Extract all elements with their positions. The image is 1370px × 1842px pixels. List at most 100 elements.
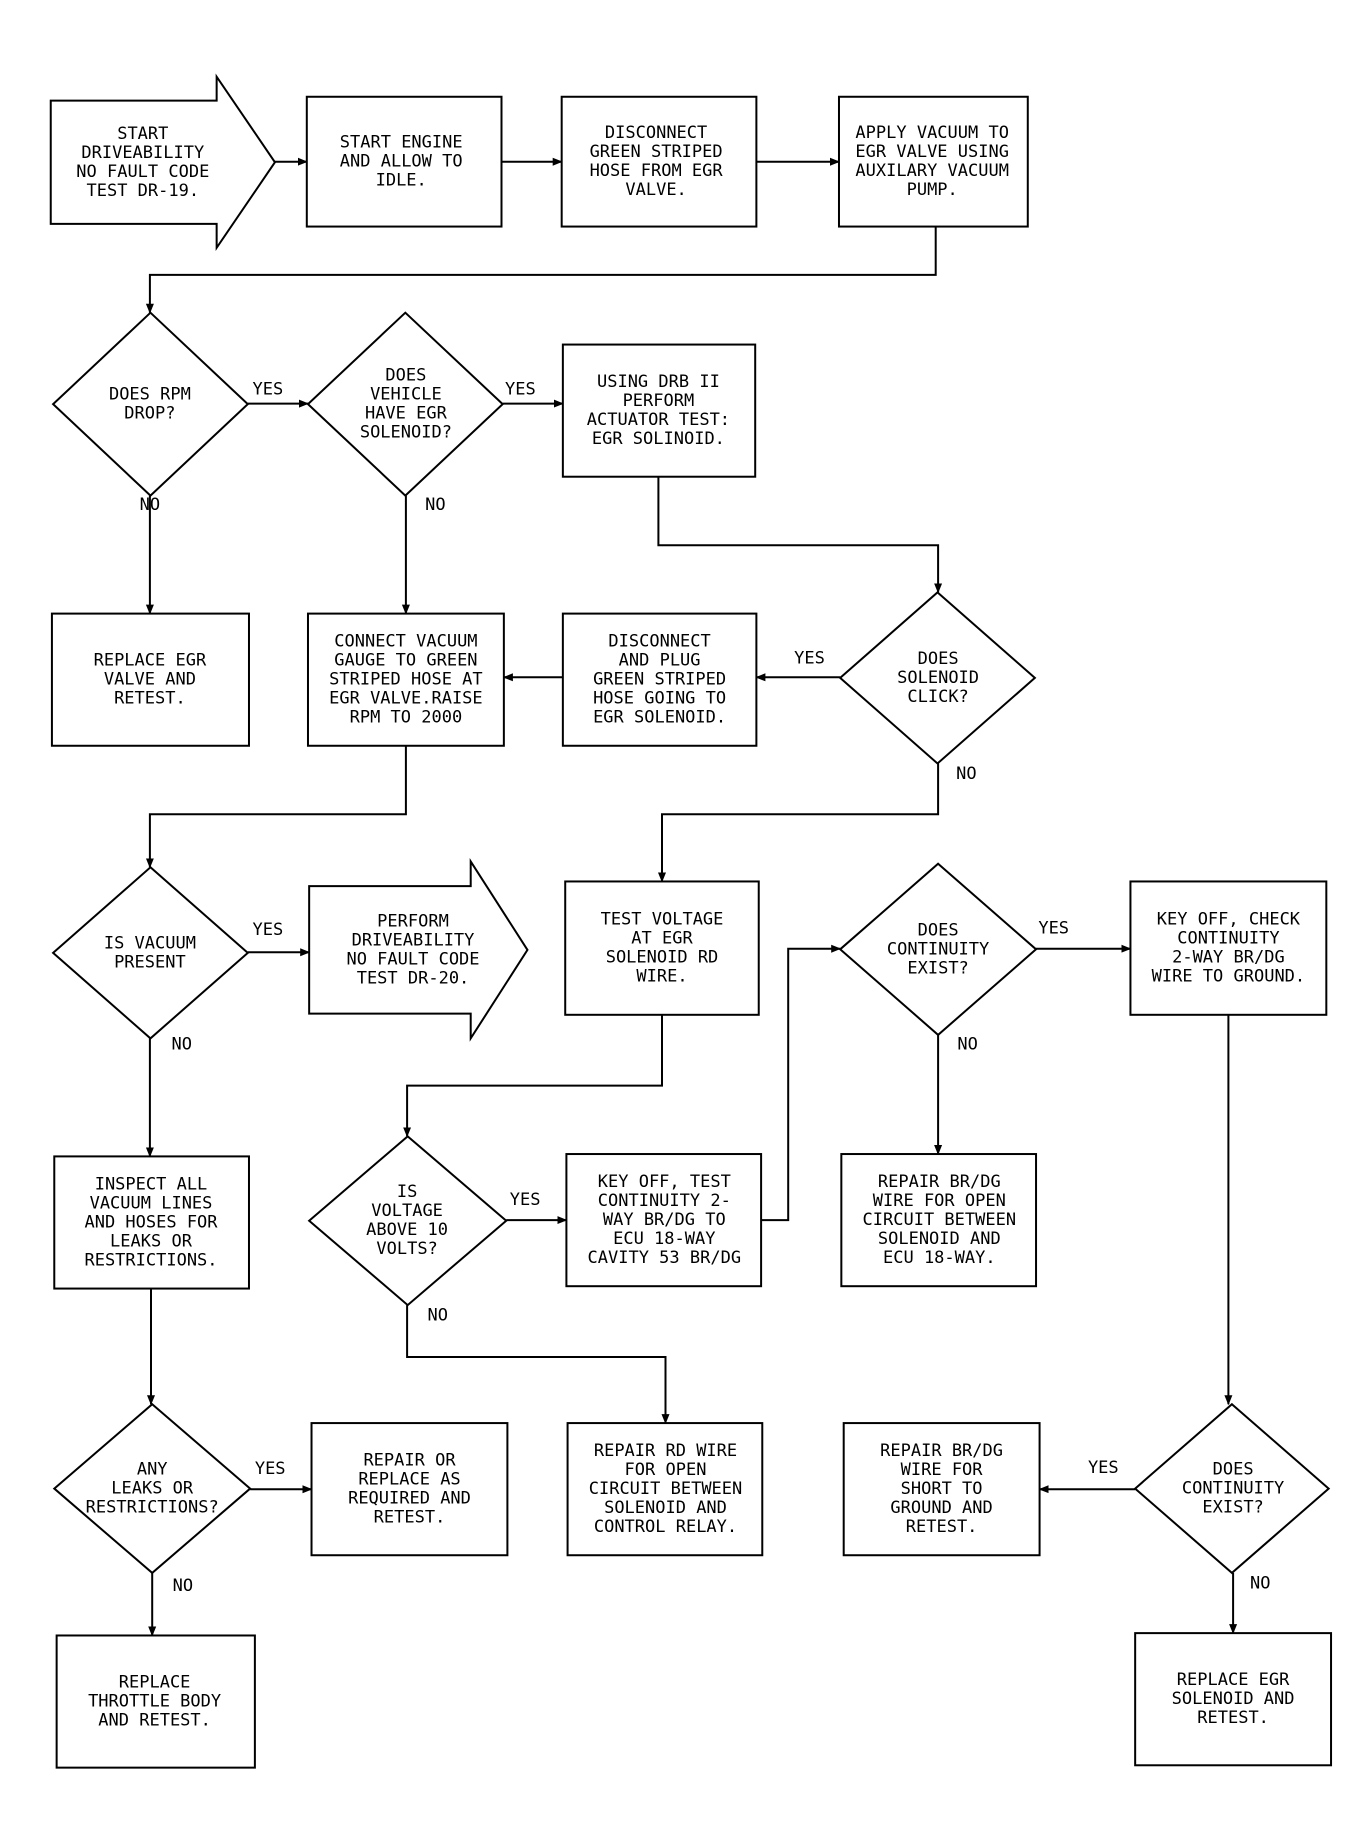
node-text-line: DRIVEABILITY: [81, 143, 204, 163]
connector-arrow: [145, 745, 407, 869]
node-text-line: SHORT TO: [901, 1479, 983, 1499]
node-text-line: EXIST?: [1202, 1498, 1263, 1518]
process-box: [305, 95, 503, 228]
edge-label-no: NO: [956, 764, 976, 784]
node-text-line: HOSE GOING TO: [593, 689, 726, 709]
node-text-line: AND RETEST.: [98, 1711, 211, 1731]
node-text-line: SOLENOID RD: [606, 948, 719, 968]
edge-label-no: NO: [140, 495, 160, 515]
decision-diamond: [52, 1402, 252, 1575]
node-text-line: CONNECT VACUUM: [334, 632, 477, 652]
node-text-line: REPLACE: [119, 1673, 191, 1693]
node-text-line: DOES RPM: [109, 385, 191, 405]
node-text-line: ECU 18-WAY.: [883, 1248, 996, 1268]
process-box: [50, 612, 250, 747]
node-text-line: ANY: [137, 1460, 168, 1480]
process-box: [561, 612, 758, 747]
node-text-line: EGR VALVE USING: [855, 142, 1009, 162]
node-text-line: START ENGINE: [340, 133, 463, 153]
node-text-line: USING DRB II: [597, 372, 720, 392]
node-text-line: LEAKS OR: [111, 1479, 194, 1499]
node-text-line: EGR SOLENOID.: [593, 708, 726, 728]
edge-label-yes: YES: [794, 648, 825, 668]
node-text-line: CONTINUITY: [1182, 1479, 1284, 1499]
node-text-line: RETEST.: [374, 1508, 446, 1528]
node-text-line: IS VACUUM: [104, 933, 196, 953]
node-text-line: TEST DR-19.: [87, 181, 200, 201]
node-text-line: STRIPED HOSE AT: [329, 670, 483, 690]
process-box: [840, 1153, 1038, 1288]
node-text-line: SOLENOID AND: [878, 1229, 1001, 1249]
node-text-line: IDLE.: [376, 171, 427, 191]
node-text-line: HOSE FROM EGR: [590, 161, 724, 181]
node-text-line: RETEST.: [114, 689, 186, 709]
node-text-line: PUMP.: [907, 180, 958, 200]
node-text-line: CAVITY 53 BR/DG: [588, 1248, 742, 1268]
connector-arrow: [657, 476, 943, 594]
node-text-line: REQUIRED AND: [348, 1489, 471, 1509]
node-text-line: VOLTAGE: [371, 1201, 443, 1221]
node-text-line: REPAIR RD WIRE: [594, 1441, 737, 1461]
process-box: [837, 95, 1029, 228]
node-text-line: DOES: [385, 366, 426, 386]
node-text-line: CONTINUITY: [1177, 929, 1279, 949]
node-text-line: RESTRICTIONS?: [86, 1498, 219, 1518]
node-text-line: CONTINUITY 2-: [598, 1191, 731, 1211]
process-box: [53, 1155, 250, 1290]
node-text-line: WIRE.: [636, 967, 687, 987]
node-text-line: NO FAULT CODE: [76, 162, 209, 182]
node-text-line: NO FAULT CODE: [346, 949, 479, 969]
decision-diamond: [306, 311, 505, 497]
edge-label-no: NO: [1250, 1574, 1270, 1594]
edge-label-no: NO: [173, 1576, 193, 1596]
edge-label-yes: YES: [505, 379, 536, 399]
process-box: [566, 1422, 764, 1557]
node-text-line: AND ALLOW TO: [340, 152, 463, 172]
node-text-line: REPLACE EGR: [1177, 1670, 1290, 1690]
node-text-line: VEHICLE: [370, 385, 442, 405]
node-text-line: REPAIR OR: [363, 1451, 456, 1471]
node-text-line: DOES: [918, 649, 959, 669]
node-text-line: REPAIR BR/DG: [878, 1172, 1001, 1192]
process-box: [306, 612, 505, 747]
node-text-line: DISCONNECT: [605, 123, 707, 143]
node-text-line: DROP?: [124, 404, 175, 424]
node-text-line: DRIVEABILITY: [352, 930, 475, 950]
decision-diamond: [51, 865, 250, 1040]
node-text-line: PERFORM: [377, 911, 449, 931]
process-box: [560, 95, 758, 228]
process-box: [565, 1153, 763, 1288]
node-text-line: CIRCUIT BETWEEN: [589, 1479, 743, 1499]
node-text-line: TEST VOLTAGE: [601, 910, 724, 930]
node-text-line: EGR SOLINOID.: [592, 429, 725, 449]
node-text-line: PERFORM: [623, 391, 695, 411]
process-box: [1129, 880, 1328, 1016]
decision-diamond: [838, 862, 1038, 1037]
node-text-line: WIRE TO GROUND.: [1152, 967, 1306, 987]
node-text-line: SOLENOID AND: [1172, 1689, 1295, 1709]
node-text-line: CONTROL RELAY.: [594, 1517, 737, 1537]
connector-arrow: [761, 944, 842, 1222]
decision-diamond: [838, 591, 1037, 765]
node-text-line: WIRE FOR: [901, 1460, 984, 1480]
process-box: [564, 880, 760, 1016]
